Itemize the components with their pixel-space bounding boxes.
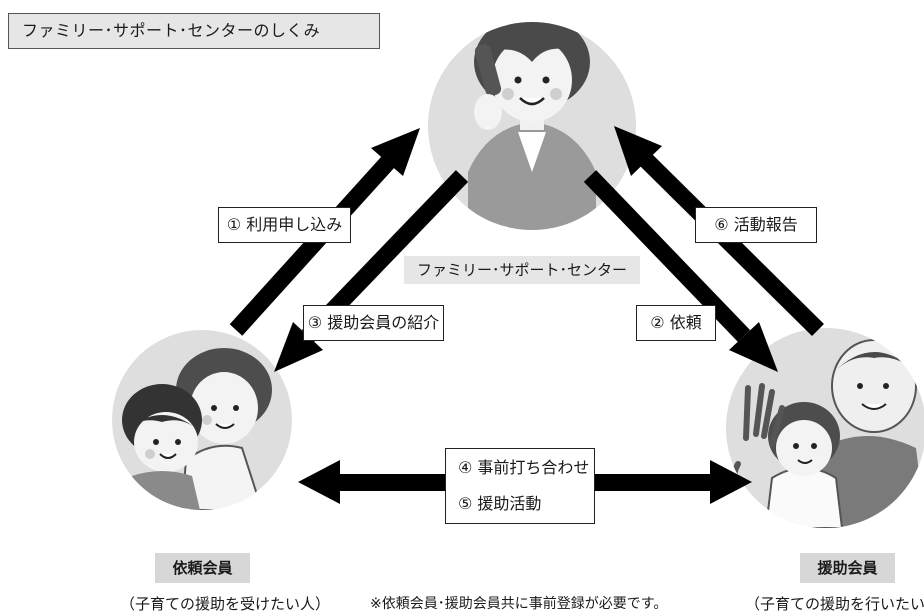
step-6-label: ⑥ 活動報告 — [695, 207, 817, 243]
helping-member-description: （子育ての援助を行いたい人） — [745, 595, 924, 613]
step-3-label: ③ 援助会員の紹介 — [303, 305, 444, 341]
arrow-request — [583, 170, 778, 372]
center-staff-illustration — [428, 22, 636, 230]
step-5-label: ⑤ 援助活動 — [458, 494, 542, 513]
step-2-label: ② 依頼 — [636, 305, 716, 341]
arrow-activity-report — [614, 126, 824, 337]
step-1-label: ① 利用申し込み — [218, 207, 351, 243]
step-4-label: ④ 事前打ち合わせ — [458, 458, 590, 477]
center-label: ファミリー･サポート･センター — [404, 256, 640, 284]
requesting-member-description: （子育ての援助を受けたい人） — [120, 595, 331, 613]
requesting-member-label: 依頼会員 — [155, 553, 250, 583]
steps-4-5-box: ④ 事前打ち合わせ ⑤ 援助活動 — [445, 448, 595, 524]
diagram-title: ファミリー･サポート･センターのしくみ — [8, 13, 380, 49]
registration-note: ※依頼会員･援助会員共に事前登録が必要です。 — [370, 596, 668, 612]
arrow-application — [229, 128, 420, 336]
helping-member-label: 援助会員 — [800, 553, 895, 583]
requesting-member-illustration — [112, 330, 292, 510]
